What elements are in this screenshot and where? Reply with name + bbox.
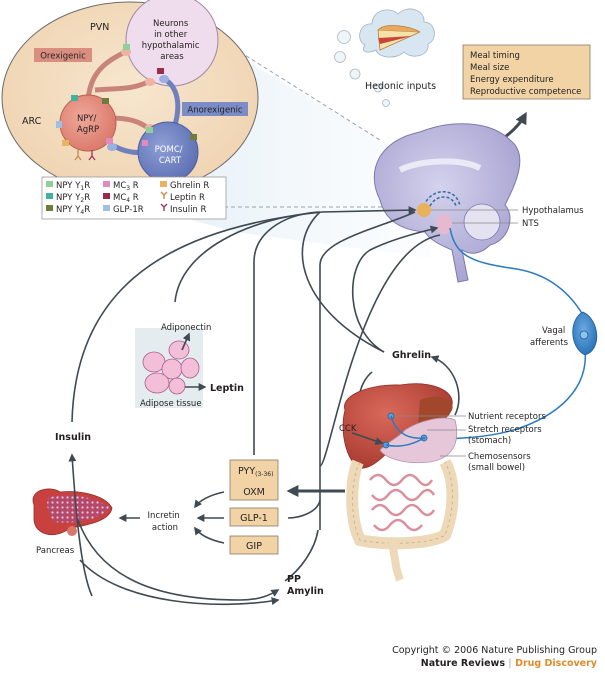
hypothalamus-inset: PVN ARC Neurons in other hypothalamic ar… [1,0,259,195]
pp-pathway [319,211,416,530]
orexigenic-label: Orexigenic [40,52,86,62]
npy-y1-receptor-icon-2 [123,44,130,50]
ghrelin-label: Ghrelin [392,350,431,361]
vagal-afferents-label: Vagal afferents [530,326,569,348]
glp1-pathway [319,234,441,467]
insulin-receptor-icon [88,150,96,161]
chemosensors-label: Chemosensors (small bowel) [468,452,533,473]
copyright-text: Copyright © 2006 Nature Publishing Group [392,645,597,656]
stretch-receptors-label: Stretch receptors (stomach) [468,425,544,446]
mc3-receptor-icon-2 [142,140,148,146]
pancreas-group: Pancreas Insulin PP Amylin [32,432,324,606]
cck-label: CCK [339,424,357,434]
journal-section: Drug Discovery [515,658,597,669]
adiponectin-label: Adiponectin [161,323,211,333]
pp-label: PP [287,574,301,585]
output-energy-expenditure: Energy expenditure [470,75,554,85]
signal-pathways [71,206,441,530]
legend-icon-leptin-r-icon [160,191,168,199]
glp1-label: GLP-1 [240,513,268,524]
svg-text:Meal timing Meal size: Meal timing Meal size Energy expenditure… [470,51,581,97]
anorexigenic-label: Anorexigenic [187,106,243,116]
gip-label: GIP [246,541,262,552]
pvn-label: PVN [90,22,109,33]
gip-box [229,535,279,555]
leptin-pathway [174,211,321,303]
npy-y4-receptor-icon-2 [190,134,197,140]
npy-y1-receptor-icon [146,127,153,133]
hedonic-inputs-label: Hedonic inputs [365,81,436,92]
legend-icon-ghrelin-r-icon [160,181,167,187]
arc-label: ARC [22,116,42,127]
anorexigenic-badge [182,102,248,116]
ghrelin-pathway-1 [301,211,385,353]
mc3-receptor-icon [106,138,113,144]
legend-icon-npy-y2-icon [46,193,53,199]
incretin-label: Incretin action [148,511,183,533]
legend-label: MC3 R [113,181,139,192]
output-meal-timing: Meal timing [470,51,520,61]
pancreas-label: Pancreas [36,546,75,556]
legend-label: Leptin R [170,193,205,203]
legend-icon-insulin-r-icon [160,203,168,211]
other-neurons-label: Neurons in other hypothalamic areas [142,19,203,62]
hypothalamus-marker [417,203,431,217]
leptin-label: Leptin [210,383,244,394]
nutrient-receptors-label: Nutrient receptors [468,412,546,422]
legend-label: NPY Y2R [56,193,90,204]
legend-label: NPY Y4R [56,205,90,216]
legend-icon-mc3-icon [103,181,110,187]
output-meal-size: Meal size [470,63,509,73]
insulin-label: Insulin [55,432,91,443]
cerebellum [463,203,501,241]
outputs-box: Meal timing Meal size Energy expenditure… [462,44,591,154]
adipose-tissue: Adiponectin Leptin Adipose tissue [135,323,244,409]
vagal-afferents: Vagal afferents [424,227,598,440]
npy-y4-receptor-icon [102,98,109,104]
npy-agrp-label: NPY/ AgRP [77,114,99,135]
amylin-label: Amylin [287,586,324,597]
legend-label: GLP-1R [113,205,144,215]
glp1-box [229,507,279,527]
incretin-action: Incretin action [118,511,183,533]
pyy-pathway [253,211,319,455]
npy-axon-2 [94,79,150,93]
oxm-label: OXM [243,487,265,498]
legend-icon-npy-y1-icon [46,181,53,187]
hypothalamus-label: Hypothalamus [522,206,584,216]
journal-main: Nature Reviews [420,658,505,669]
hedonic-inputs: Hedonic inputs [334,8,436,107]
legend-icon-mc4-icon [103,193,110,199]
legend-label: Insulin R [170,205,207,215]
npy-y2-receptor-icon [71,95,78,101]
mc4-receptor-icon [157,68,164,74]
ghrelin-receptor-icon [62,140,69,146]
small-intestine [369,473,436,532]
brain: Hypothalamus NTS [373,123,584,283]
legend-label: MC4 R [113,193,139,204]
journal-separator: | [504,658,516,669]
journal-credit: Nature Reviews | Drug Discovery [421,658,597,669]
pyy-label: PYY(3-36) [238,466,273,478]
legend-label: Ghrelin R [170,181,209,191]
legend-icon-npy-y4-icon [46,205,53,211]
leptin-receptor-icon [74,150,82,161]
cake-icon [377,25,421,51]
gut-organs: Ghrelin CCK Nutrient receptors Stretch r… [339,350,546,582]
orexigenic-badge [34,48,92,62]
pomc-cart-label: POMC/ CART [155,145,186,166]
ghrelin-pathway-2 [351,225,439,353]
nts-label: NTS [522,219,539,229]
adipose-tissue-label: Adipose tissue [140,399,202,409]
glp1-receptor-icon [56,121,62,128]
pyy-oxm-box [229,459,279,501]
gut-hormones: PYY(3-36) OXM GLP-1 GIP [194,459,345,555]
output-reproductive-competence: Reproductive competence [470,87,581,97]
legend-label: NPY Y1R [56,181,90,192]
large-intestine [346,459,459,550]
legend-icon-glp-1r-icon [103,205,110,211]
nts-marker [436,214,452,234]
